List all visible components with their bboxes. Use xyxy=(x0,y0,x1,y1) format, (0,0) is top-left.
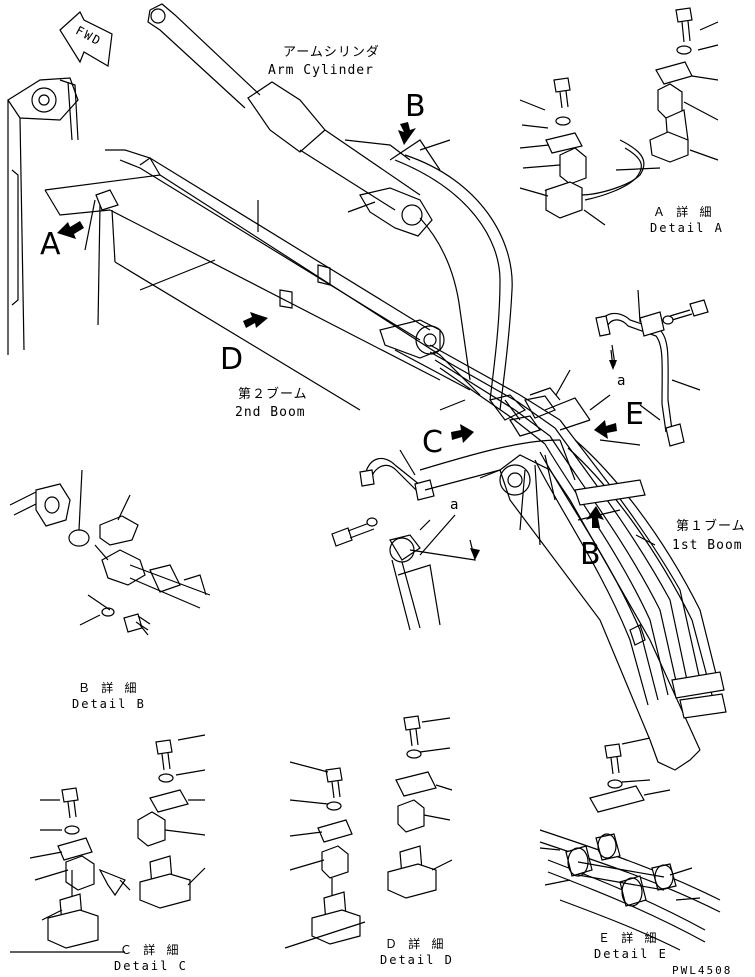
view-arrow-d-icon xyxy=(243,312,268,328)
boom2-label-jp: 第２ブーム xyxy=(238,387,308,402)
hydraulic-lines xyxy=(429,344,721,706)
arm-pipe-assembly xyxy=(389,519,441,631)
detail-c-caption-jp: Ｃ 詳 細 xyxy=(120,943,181,957)
boom1-label-en: 1st Boom xyxy=(672,538,743,553)
view-arrow-b2-icon xyxy=(586,506,604,528)
detail-a-drawing xyxy=(519,7,719,226)
detail-b-caption-jp: Ｂ 詳 細 xyxy=(78,681,139,695)
arm-cylinder xyxy=(147,3,441,237)
view-arrow-c-icon xyxy=(451,424,474,443)
ref-label-a1: a xyxy=(450,497,460,513)
detail-e-caption-en: Detail E xyxy=(594,947,668,961)
detail-b-drawing xyxy=(9,469,211,636)
drawing-code: PWL4508 xyxy=(672,964,733,977)
boom2-label-en: 2nd Boom xyxy=(235,405,306,420)
second-boom xyxy=(44,149,481,411)
detail-a-caption-jp: Ａ 詳 細 xyxy=(653,205,714,219)
arm-cylinder-label-en: Arm Cylinder xyxy=(268,63,374,78)
detail-e-drawing xyxy=(539,737,721,951)
detail-c-caption-en: Detail C xyxy=(114,959,188,973)
view-arrow-b-icon xyxy=(398,122,416,145)
first-boom xyxy=(419,439,727,771)
hose-a-right xyxy=(595,289,709,447)
view-arrow-e-icon xyxy=(594,420,617,439)
detail-a-caption-en: Detail A xyxy=(650,221,724,235)
detail-d-drawing xyxy=(284,715,453,949)
detail-b-caption-en: Detail B xyxy=(72,697,146,711)
detail-c-drawing xyxy=(10,734,206,953)
view-label-a: A xyxy=(40,227,61,262)
view-label-c: C xyxy=(422,425,443,460)
ref-a-leaders xyxy=(409,349,617,561)
detail-d-caption-en: Detail D xyxy=(380,953,454,967)
view-label-e: E xyxy=(625,397,644,432)
view-arrow-a-icon xyxy=(57,221,84,239)
fwd-arrow-icon xyxy=(59,11,113,67)
arm-hose xyxy=(394,154,513,411)
hose-a-group xyxy=(331,449,501,547)
detail-d-caption-jp: Ｄ 詳 細 xyxy=(385,937,446,951)
view-label-d: D xyxy=(220,342,244,377)
leader-lines xyxy=(347,139,661,546)
detail-e-caption-jp: Ｅ 詳 細 xyxy=(598,931,659,945)
boom1-label-jp: 第１ブーム xyxy=(676,519,746,534)
boom-end-structure xyxy=(7,77,79,355)
arm-cylinder-label-jp: アームシリンダ xyxy=(283,45,380,60)
view-label-b: B xyxy=(405,89,426,124)
ref-label-a2: a xyxy=(617,373,627,389)
view-label-b2: B xyxy=(580,537,601,572)
